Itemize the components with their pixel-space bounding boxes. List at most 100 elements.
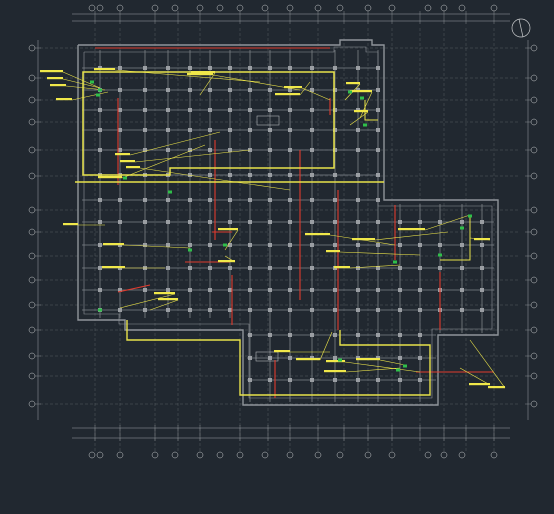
column xyxy=(418,243,422,247)
axis-bubble xyxy=(286,451,294,459)
leader-line xyxy=(299,81,311,96)
column xyxy=(356,66,360,70)
leader-line xyxy=(129,131,221,156)
column xyxy=(268,266,272,270)
leader-line xyxy=(349,111,369,126)
column xyxy=(166,288,170,292)
column xyxy=(418,333,422,337)
axis-bubble xyxy=(171,4,179,12)
column xyxy=(288,266,292,270)
column xyxy=(268,198,272,202)
equipment-marker xyxy=(96,93,100,97)
column xyxy=(98,288,102,292)
axis-bubble xyxy=(28,206,36,214)
equipment-marker xyxy=(98,88,102,92)
axis-bubble xyxy=(440,4,448,12)
axis-bubble xyxy=(458,451,466,459)
axis-bubble xyxy=(440,451,448,459)
axis-bubble xyxy=(490,4,498,12)
column xyxy=(333,308,337,312)
callout-label xyxy=(63,223,78,226)
column xyxy=(208,148,212,152)
column xyxy=(310,66,314,70)
leader-line xyxy=(224,229,239,251)
axis-bubble xyxy=(314,451,322,459)
column xyxy=(310,108,314,112)
column xyxy=(248,173,252,177)
column xyxy=(188,220,192,224)
callout-label xyxy=(352,238,375,241)
axis-bubble xyxy=(530,172,538,180)
column xyxy=(288,356,292,360)
column xyxy=(356,333,360,337)
column xyxy=(143,308,147,312)
column xyxy=(228,128,232,132)
column xyxy=(356,173,360,177)
column xyxy=(376,243,380,247)
column xyxy=(166,198,170,202)
callout-label xyxy=(120,160,135,163)
column xyxy=(188,243,192,247)
axis-bubble xyxy=(28,118,36,126)
leader-line xyxy=(359,91,373,119)
column xyxy=(288,128,292,132)
column xyxy=(118,148,122,152)
axis-bubble xyxy=(96,451,104,459)
axis-bubble xyxy=(261,4,269,12)
column xyxy=(310,148,314,152)
axis-bubble xyxy=(530,96,538,104)
column xyxy=(118,66,122,70)
column xyxy=(333,243,337,247)
equipment-marker xyxy=(223,243,227,247)
column xyxy=(228,198,232,202)
column xyxy=(268,243,272,247)
column xyxy=(376,66,380,70)
axis-bubble xyxy=(28,44,36,52)
axis-bubble xyxy=(530,352,538,360)
column xyxy=(376,308,380,312)
column xyxy=(356,148,360,152)
column xyxy=(188,66,192,70)
equipment-marker xyxy=(468,214,472,218)
leader-line xyxy=(71,91,109,101)
equipment-marker xyxy=(438,253,442,257)
column xyxy=(356,308,360,312)
column xyxy=(208,308,212,312)
column xyxy=(268,66,272,70)
column xyxy=(333,198,337,202)
column xyxy=(398,243,402,247)
column xyxy=(418,266,422,270)
column xyxy=(356,198,360,202)
column xyxy=(228,148,232,152)
cable-route xyxy=(75,71,471,396)
column xyxy=(356,288,360,292)
axis-bubble xyxy=(364,4,372,12)
leader-line xyxy=(62,71,101,89)
column xyxy=(188,173,192,177)
column xyxy=(98,198,102,202)
axis-bubble xyxy=(336,4,344,12)
leader-line xyxy=(139,167,291,191)
axis-bubble xyxy=(28,326,36,334)
column xyxy=(268,173,272,177)
north-pointer xyxy=(518,18,524,38)
leader-line xyxy=(345,367,401,373)
axis-bubble xyxy=(88,4,96,12)
column xyxy=(228,266,232,270)
column xyxy=(268,308,272,312)
axis-bubble xyxy=(171,451,179,459)
column xyxy=(333,88,337,92)
column xyxy=(418,288,422,292)
column xyxy=(228,288,232,292)
column xyxy=(376,173,380,177)
column xyxy=(248,66,252,70)
equipment-marker xyxy=(338,358,342,362)
building-inner-outline xyxy=(83,46,493,399)
room-label-box xyxy=(256,115,280,126)
callout-label xyxy=(488,386,505,389)
axis-bubble xyxy=(388,4,396,12)
column xyxy=(118,288,122,292)
column xyxy=(268,128,272,132)
column xyxy=(166,108,170,112)
